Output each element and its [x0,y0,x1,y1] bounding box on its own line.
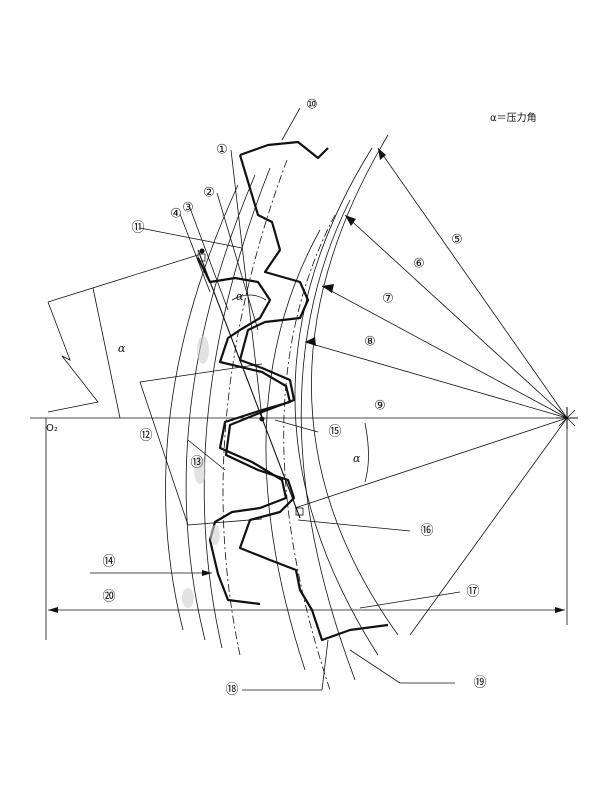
callout-10: ⑩ [306,98,318,113]
origin-label: O₂ [46,423,58,434]
callout-label: ⑳ [102,590,115,605]
callout-9: ⑨ [374,399,386,414]
callout-label: ③ [182,201,194,216]
arrow-head [48,607,58,613]
callout-label: ⑨ [374,399,386,414]
callout-label: ⑥ [413,257,425,272]
callout-5: ⑤ [451,233,463,248]
callout-18: ⑱ [225,683,238,698]
leader-lines [139,107,461,691]
arrow-head [555,607,565,613]
pressure-angle-arc [364,422,369,483]
callout-8: ⑧ [364,335,376,350]
callout-17: ⑰ [466,585,479,600]
callout-11: ⑪ [131,221,144,236]
callout-label: ⑬ [190,456,203,471]
callout-label: ④ [170,207,182,222]
pinion-base-construction [47,254,263,526]
callout-14: ⑭ [102,555,115,570]
callout-label: ⑦ [382,292,394,307]
gear-teeth-outline [224,140,389,642]
callout-16: ⑯ [420,524,433,539]
line-of-action [197,249,301,519]
pressure-angle-arc-top [231,294,267,301]
pitch-point [259,416,265,422]
callout-label: ⑯ [420,524,433,539]
callout-label: ⑤ [451,233,463,248]
callout-label: ⑧ [364,335,376,350]
radius-arrow-heads [305,148,386,346]
callout-12: ⑫ [139,429,152,444]
callout-layer: ① ②③④ ⑤ ⑥ ⑦ ⑧ ⑨ ⑩ ⑪ ⑫ ⑬ ⑭ ⑮ ⑯ ⑰ ⑱ ⑲ ⑳ [102,98,486,698]
callout-label: ⑮ [328,425,341,440]
callout-2: ② [203,186,215,201]
tooth-shading [182,336,220,608]
callout-20: ⑳ [102,590,115,605]
alpha-label-top: α [236,290,244,303]
callout-1: ① [216,143,228,158]
callout-4: ④ [170,207,182,222]
callout-label: ① [216,143,228,158]
pinion-teeth-outline [197,257,292,606]
tangent-point-upper [199,248,205,254]
callout-19: ⑲ [473,676,486,691]
callout-label: ⑫ [139,429,152,444]
pressure-angle-legend: α＝压力角 [490,111,537,124]
callout-label: ⑲ [473,676,486,691]
callout-label: ② [203,186,215,201]
callout-label: ⑪ [131,221,144,236]
pinion-circles [165,159,288,656]
callout-15: ⑮ [328,425,341,440]
callout-label: ⑩ [306,98,318,113]
callout-label: ⑱ [225,683,238,698]
callout-label: ⑭ [102,555,115,570]
callout-6: ⑥ [413,257,425,272]
alpha-label-right: α [353,452,361,465]
callout-label: ⑰ [466,585,479,600]
callout-7: ⑦ [382,292,394,307]
radius-lines [294,147,568,636]
alpha-label-left: α [118,342,126,355]
tangent-point-lower [295,507,304,516]
callout-3: ③ [182,201,194,216]
right-angle-mark [197,253,206,262]
arrow-head [202,570,212,576]
callout-13: ⑬ [190,456,203,471]
